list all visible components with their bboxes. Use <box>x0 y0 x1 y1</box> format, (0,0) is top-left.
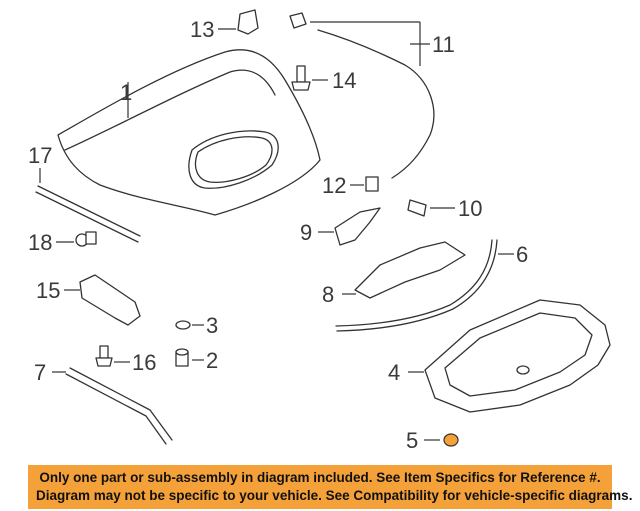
callout-6: 6 <box>516 242 528 267</box>
hood-panel: 1 <box>57 49 321 216</box>
callout-5: 5 <box>406 428 418 453</box>
parts-diagram: 1 13 11 14 17 18 12 <box>28 9 611 453</box>
disclaimer-line-1: Only one part or sub-assembly in diagram… <box>39 470 601 485</box>
callout-4: 4 <box>388 360 400 385</box>
callout-3: 3 <box>206 313 218 338</box>
hood-hinge: 9 <box>300 207 381 246</box>
callout-15: 15 <box>36 278 60 303</box>
insulator-retainer: 5 <box>406 428 459 453</box>
seal-bracket: 8 <box>322 241 466 307</box>
callout-12: 12 <box>322 173 346 198</box>
support-strut: 17 <box>28 143 141 243</box>
callout-11: 11 <box>432 32 455 57</box>
callout-9: 9 <box>300 220 312 245</box>
hood-bumper: 2 <box>175 348 218 373</box>
hinge-bracket: 15 <box>36 274 141 326</box>
hood-insulator: 4 <box>388 299 611 413</box>
disclaimer-line-2: Diagram may not be specific to your vehi… <box>36 488 633 503</box>
callout-10: 10 <box>458 196 482 221</box>
callout-17: 17 <box>28 143 52 168</box>
callout-1: 1 <box>120 80 132 105</box>
bracket-bolt: 16 <box>95 345 156 375</box>
callout-14: 14 <box>332 68 356 93</box>
callout-2: 2 <box>206 348 218 373</box>
callout-8: 8 <box>322 282 334 307</box>
grommet: 3 <box>175 313 218 338</box>
weatherstrip: 6 <box>335 239 528 332</box>
strut-clip: 18 <box>28 230 97 255</box>
cable-clip: 12 <box>322 173 379 198</box>
release-cable: 11 <box>289 12 455 179</box>
callout-7: 7 <box>34 360 46 385</box>
hood-bolt: 14 <box>291 65 356 93</box>
disclaimer-banner: Only one part or sub-assembly in diagram… <box>28 465 633 509</box>
callout-16: 16 <box>132 350 156 375</box>
callout-18: 18 <box>28 230 52 255</box>
seal-strip: 7 <box>34 360 173 445</box>
hood-bracket: 13 <box>190 9 259 42</box>
callout-13: 13 <box>190 17 214 42</box>
hinge-bolt: 10 <box>407 196 482 221</box>
